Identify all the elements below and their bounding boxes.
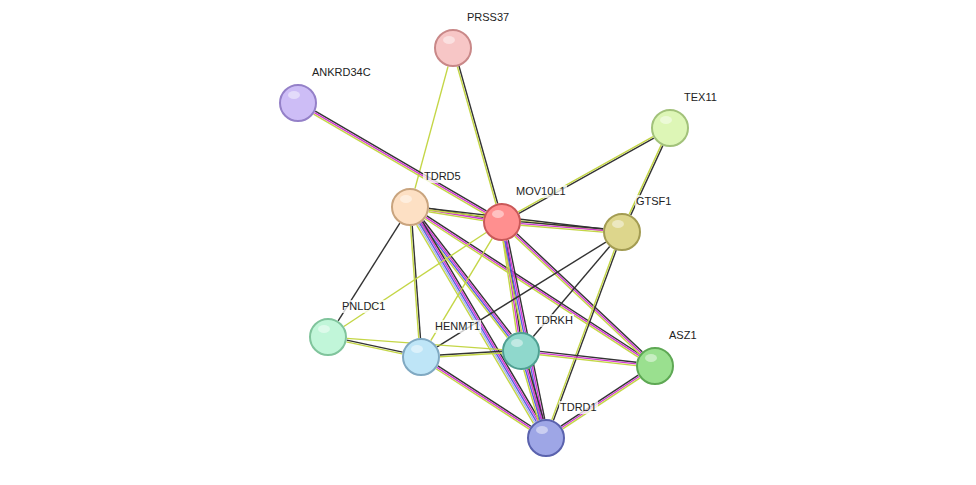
protein-label: HENMT1: [434, 320, 481, 333]
evidence-strand: [540, 353, 636, 364]
evidence-strand: [314, 113, 485, 213]
protein-label: ANKRD34C: [311, 66, 372, 79]
evidence-strand: [540, 355, 636, 366]
protein-label: PNLDC1: [341, 300, 386, 313]
protein-node: ANKRD34C: [279, 84, 317, 122]
evidence-strand: [552, 250, 615, 420]
protein-node: TDRD1: [527, 419, 565, 457]
evidence-strand: [431, 238, 492, 340]
interaction-edge: [552, 250, 616, 421]
protein-label: MOV10L1: [515, 185, 567, 198]
node-highlight: [536, 426, 548, 434]
protein-label: TDRKH: [534, 314, 574, 327]
evidence-strand: [516, 235, 641, 353]
evidence-strand: [346, 342, 402, 354]
protein-node: TDRKH: [502, 332, 540, 370]
evidence-strand: [518, 137, 653, 212]
protein-node: HENMT1: [402, 338, 440, 376]
interaction-edge: [540, 351, 637, 365]
evidence-strand: [521, 225, 603, 232]
evidence-strand: [315, 111, 486, 211]
evidence-strand: [553, 250, 616, 420]
interaction-edge: [431, 238, 492, 340]
node-highlight: [660, 116, 672, 124]
node-highlight: [645, 354, 657, 362]
interaction-edge: [524, 369, 543, 421]
node-highlight: [411, 345, 423, 353]
evidence-strand: [440, 353, 502, 357]
interaction-edge: [338, 223, 400, 321]
evidence-strand: [519, 138, 654, 213]
protein-node: GTSF1: [603, 213, 641, 251]
interaction-edge: [457, 66, 497, 204]
protein-node: TDRD5: [391, 188, 429, 226]
interaction-edge: [314, 111, 487, 214]
evidence-strand: [436, 369, 529, 429]
node-highlight: [492, 210, 504, 218]
protein-label: TEX11: [683, 91, 718, 104]
protein-label: GTSF1: [635, 195, 672, 208]
protein-node: MOV10L1: [483, 203, 521, 241]
evidence-strand: [438, 366, 531, 426]
interaction-edge: [436, 366, 531, 429]
node-highlight: [400, 195, 412, 203]
evidence-strand: [533, 246, 609, 336]
evidence-strand: [525, 369, 540, 419]
node-highlight: [288, 91, 300, 99]
evidence-strand: [524, 370, 539, 420]
protein-label: TDRD1: [559, 401, 598, 414]
protein-label: PRSS37: [466, 11, 510, 24]
protein-node: TEX11: [651, 109, 689, 147]
evidence-strand: [507, 240, 543, 419]
node-highlight: [318, 325, 330, 333]
evidence-strand: [527, 369, 542, 419]
interaction-edge: [521, 222, 603, 232]
interaction-edge: [518, 137, 654, 214]
node-highlight: [612, 220, 624, 228]
evidence-strand: [517, 234, 642, 352]
evidence-strand: [314, 114, 485, 214]
evidence-strand: [338, 223, 400, 321]
protein-node: ASZ1: [636, 347, 674, 385]
interaction-edge: [440, 351, 502, 356]
interaction-edge: [533, 246, 609, 336]
protein-node: PRSS37: [434, 29, 472, 67]
evidence-strand: [412, 226, 420, 338]
protein-label: TDRD5: [423, 170, 462, 183]
evidence-strand: [437, 367, 530, 427]
node-highlight: [511, 339, 523, 347]
evidence-strand: [459, 66, 498, 203]
protein-label: ASZ1: [668, 329, 698, 342]
node-highlight: [443, 36, 455, 44]
evidence-strand: [420, 224, 508, 338]
evidence-strand: [457, 67, 496, 204]
protein-node: PNLDC1: [309, 318, 347, 356]
